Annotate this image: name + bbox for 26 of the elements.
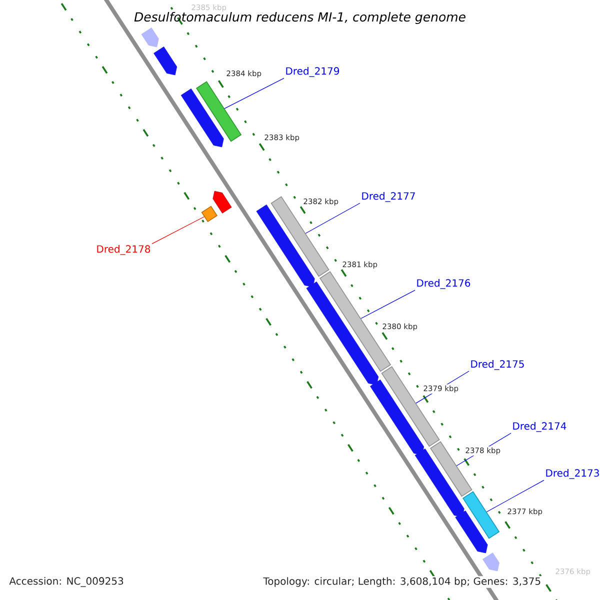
leader-line xyxy=(360,290,416,319)
leader-line xyxy=(152,216,204,244)
info-text: Accession: NC_009253 xyxy=(8,576,125,588)
gene-label: Dred_2179 xyxy=(286,67,340,77)
gene-label: Dred_2174 xyxy=(513,422,566,432)
gene-label: Dred_2173 xyxy=(546,469,599,479)
gene-feature xyxy=(141,28,159,48)
leader-line xyxy=(486,480,544,512)
gene-feature xyxy=(212,190,232,214)
leader-line xyxy=(224,78,284,109)
gene-feature xyxy=(256,204,315,288)
info-text: Topology: circular; Length: 3,608,104 bp; Genes: 3,375 xyxy=(262,576,542,588)
gene-feature xyxy=(154,46,178,76)
gene-feature xyxy=(414,448,464,518)
title: Desulfotomaculum reducens MI-1, complete genome xyxy=(134,12,466,24)
gene-feature xyxy=(455,510,488,554)
leader-line xyxy=(305,202,360,234)
gene-label: Dred_2177 xyxy=(362,192,415,202)
gene-label: Dred_2176 xyxy=(417,279,470,289)
gene-feature xyxy=(370,380,424,456)
gene-feature xyxy=(306,282,379,386)
gene-label: Dred_2178 xyxy=(97,245,150,255)
gene-bar xyxy=(381,366,440,447)
gene-label: Dred_2175 xyxy=(471,360,524,370)
gene-feature xyxy=(482,552,500,572)
gene-feature xyxy=(180,88,224,148)
